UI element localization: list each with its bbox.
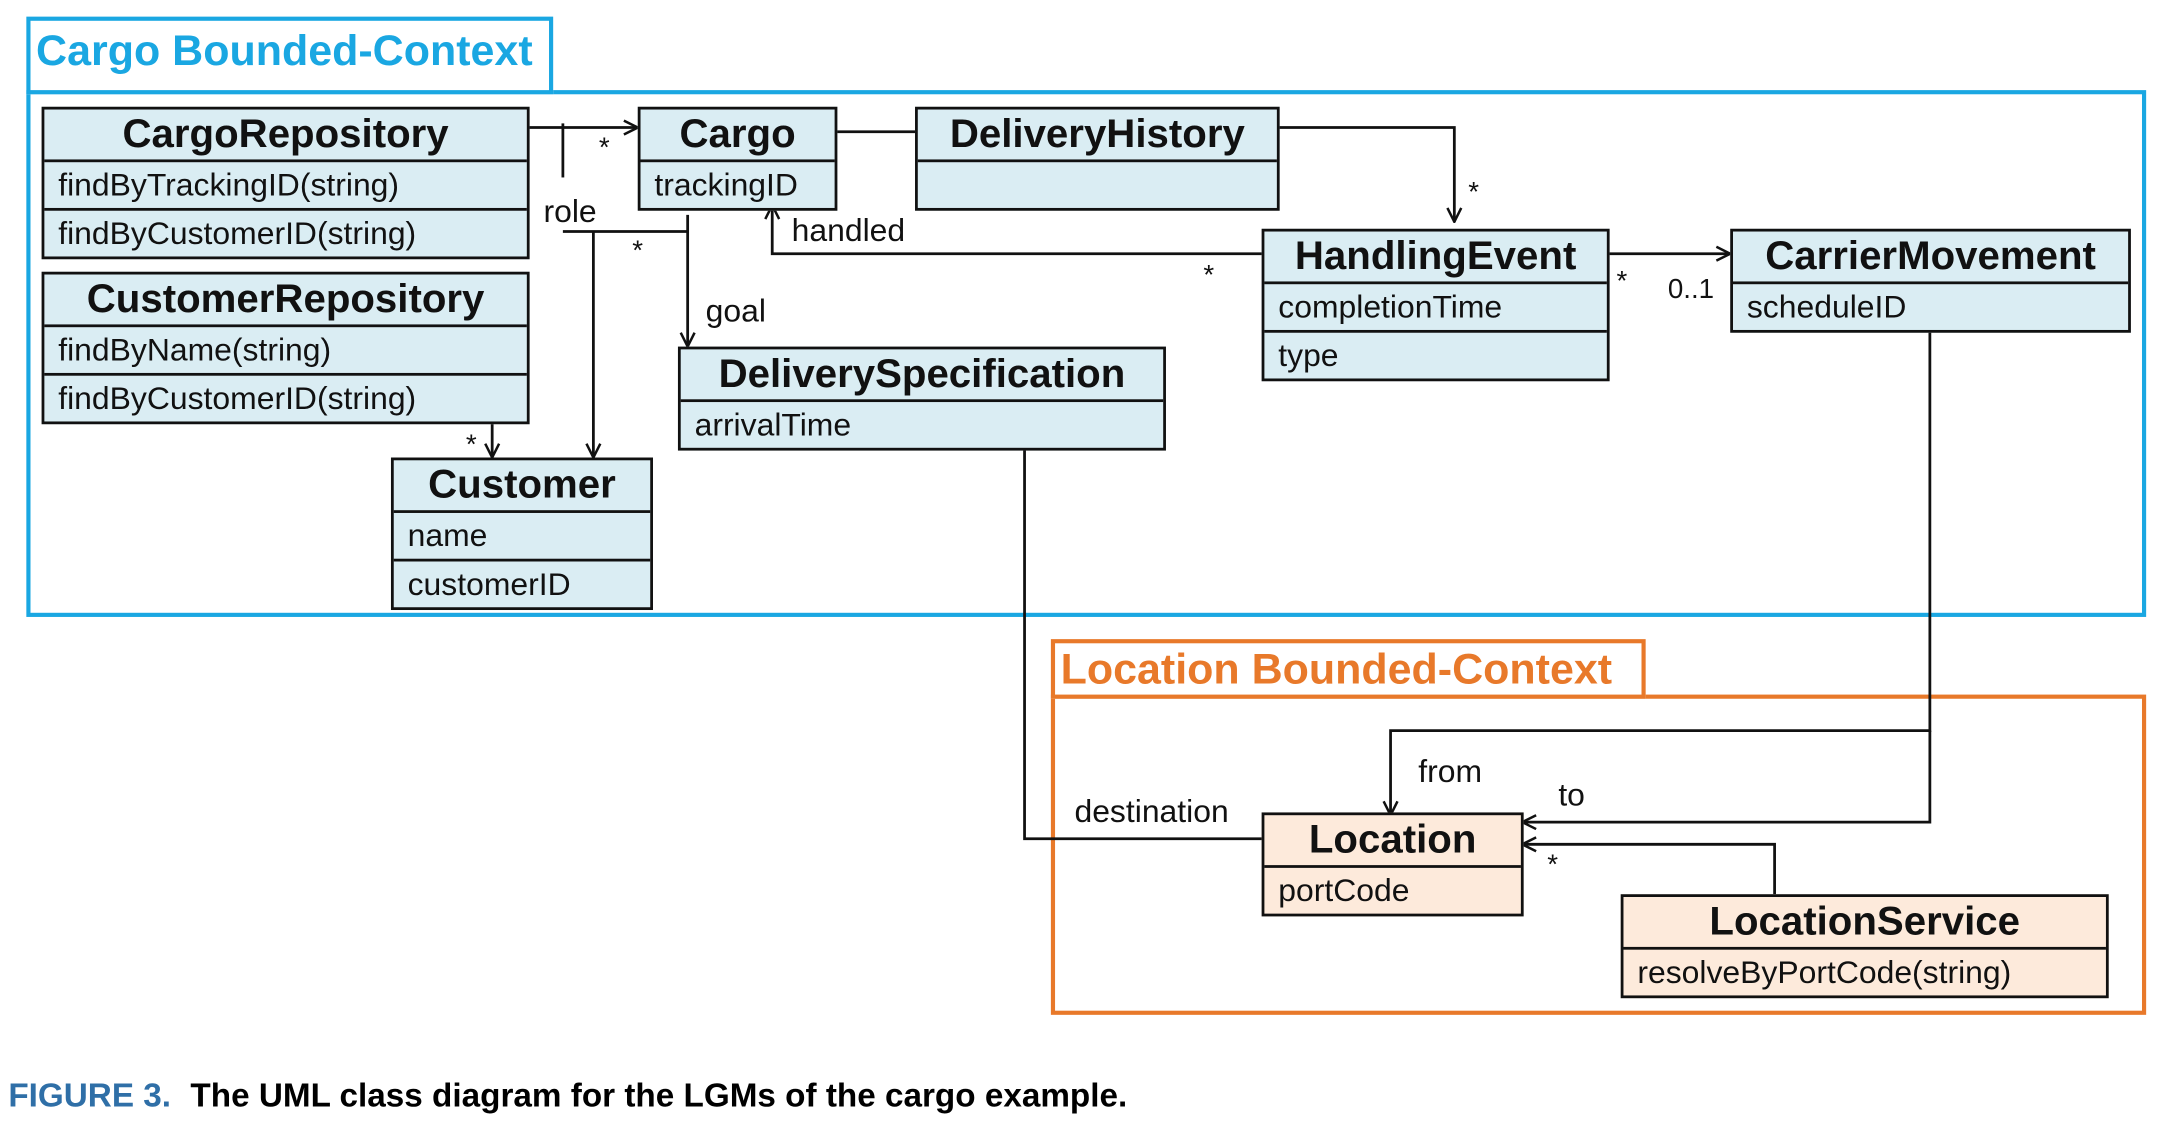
edge-history-event (1276, 126, 1454, 222)
class-member: findByCustomerID(string) (44, 207, 527, 257)
mult-movement-end: 0..1 (1667, 274, 1715, 306)
mult-event-movement: * (1616, 266, 1628, 297)
mult-custrepo-customer: * (465, 429, 477, 461)
class-member: type (1264, 329, 1607, 379)
edge-service-location (1522, 844, 1776, 895)
class-customer-repository: CustomerRepository findByName(string) fi… (41, 271, 530, 425)
class-member: findByName(string) (44, 324, 527, 373)
figure-caption-text: The UML class diagram for the LGMs of th… (190, 1077, 1128, 1115)
label-from: from (1418, 752, 1483, 789)
class-member: completionTime (1264, 281, 1607, 330)
label-destination: destination (1074, 793, 1229, 830)
class-name: CarrierMovement (1765, 233, 2096, 278)
class-name: LocationService (1709, 899, 2021, 944)
edge-movement-to (1522, 730, 1932, 823)
class-name: CustomerRepository (86, 276, 485, 321)
class-name: Cargo (679, 111, 796, 156)
mult-history-event: * (1468, 177, 1480, 208)
label-goal: goal (705, 292, 766, 329)
class-member: arrivalTime (680, 399, 1164, 448)
class-location: Location portCode (1261, 812, 1524, 917)
class-name: CargoRepository (122, 111, 449, 156)
edge-event-cargo (772, 205, 1262, 256)
class-member: name (393, 510, 651, 559)
class-handling-event: HandlingEvent completionTime type (1261, 228, 1610, 382)
mult-role-customer: * (632, 235, 644, 267)
class-delivery-history: DeliveryHistory (915, 106, 1280, 211)
label-to: to (1558, 776, 1585, 813)
class-member: trackingID (640, 159, 835, 208)
class-member: resolveByPortCode(string) (1623, 946, 2106, 996)
class-cargo-repository: CargoRepository findByTrackingID(string)… (41, 106, 530, 260)
class-delivery-specification: DeliverySpecification arrivalTime (677, 346, 1166, 451)
cargo-context-frame (26, 90, 2147, 617)
class-member: portCode (1264, 865, 1521, 914)
class-cargo: Cargo trackingID (637, 106, 838, 211)
class-location-service: LocationService resolveByPortCode(string… (1620, 894, 2109, 999)
class-name: DeliverySpecification (718, 351, 1126, 396)
class-name: DeliveryHistory (949, 111, 1245, 156)
class-member (917, 159, 1277, 208)
edge-destination (1023, 447, 1262, 841)
class-name: Customer (428, 462, 616, 507)
figure-number: FIGURE 3. (8, 1077, 172, 1115)
label-handled: handled (791, 212, 906, 249)
class-member: scheduleID (1733, 281, 2129, 330)
edge-movement-from (1391, 328, 1932, 816)
class-member: findByTrackingID(string) (44, 159, 527, 208)
class-member: customerID (393, 558, 651, 608)
label-role: role (543, 192, 597, 229)
mult-service-location: * (1547, 849, 1559, 881)
location-context-label: Location Bounded-Context (1050, 639, 1646, 699)
mult-event-cargo: * (1203, 260, 1215, 292)
figure-caption: FIGURE 3. The UML class diagram for the L… (8, 1077, 1127, 1116)
class-carrier-movement: CarrierMovement scheduleID (1730, 228, 2131, 333)
class-member: findByCustomerID(string) (44, 372, 527, 422)
class-customer: Customer name customerID (390, 457, 653, 611)
class-name: HandlingEvent (1294, 233, 1577, 278)
class-name: Location (1308, 817, 1477, 862)
mult-cargorepo-cargo: * (598, 133, 610, 164)
cargo-context-label: Cargo Bounded-Context (26, 16, 554, 95)
